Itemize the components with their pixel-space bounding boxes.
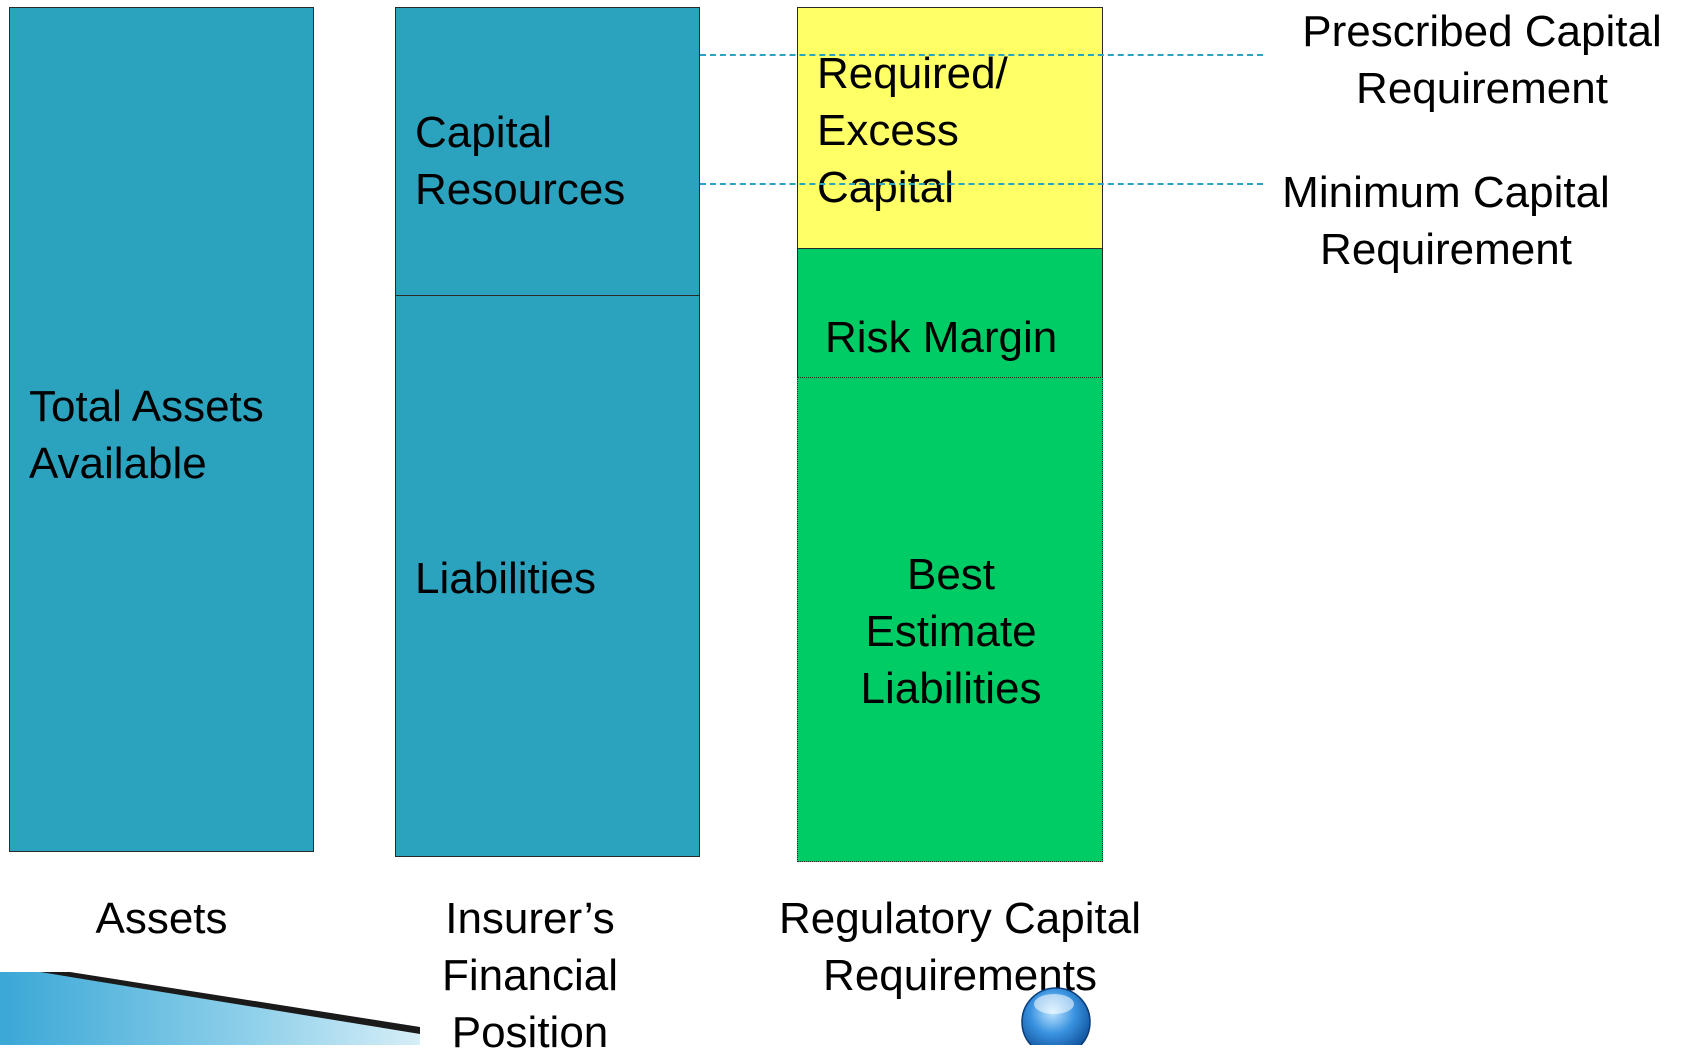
regulatory-label-line-2: Requirements bbox=[823, 951, 1097, 1000]
total-assets-line-2: Available bbox=[29, 439, 207, 488]
best-estimate-line-3: Liabilities bbox=[860, 664, 1042, 713]
blue-orb-icon bbox=[1021, 987, 1091, 1045]
excess-capital-line-1: Required/ bbox=[817, 49, 1008, 98]
prescribed-capital-line-2: Requirement bbox=[1356, 64, 1608, 113]
prescribed-capital-label: Prescribed Capital Requirement bbox=[1276, 3, 1688, 117]
total-assets-text: Total Assets Available bbox=[29, 378, 264, 492]
regulatory-label: Regulatory Capital Requirements bbox=[740, 890, 1180, 1004]
assets-label: Assets bbox=[9, 890, 314, 947]
financial-position-label: Insurer’s Financial Position bbox=[380, 890, 680, 1061]
minimum-capital-label: Minimum Capital Requirement bbox=[1236, 164, 1656, 278]
risk-margin-text: Risk Margin bbox=[825, 309, 1057, 366]
excess-capital-line-2: Excess bbox=[817, 106, 959, 155]
minimum-capital-line bbox=[700, 183, 1263, 185]
excess-capital-block: Required/ Excess Capital bbox=[797, 7, 1103, 249]
prescribed-capital-line-1: Prescribed Capital bbox=[1302, 7, 1662, 56]
minimum-capital-line-2: Requirement bbox=[1320, 225, 1572, 274]
best-estimate-block: Best Estimate Liabilities bbox=[797, 377, 1103, 862]
financial-position-label-line-3: Position bbox=[451, 1008, 609, 1057]
excess-capital-text: Required/ Excess Capital bbox=[817, 45, 1008, 216]
regulatory-label-line-1: Regulatory Capital bbox=[779, 894, 1141, 943]
slide-corner-stripe bbox=[0, 972, 420, 1045]
capital-resources-block: Capital Resources bbox=[395, 7, 700, 296]
capital-resources-text: Capital Resources bbox=[415, 104, 625, 218]
financial-position-label-line-1: Insurer’s bbox=[445, 894, 615, 943]
risk-margin-block: Risk Margin bbox=[797, 248, 1103, 378]
financial-position-label-line-2: Financial bbox=[441, 951, 619, 1000]
excess-capital-line-3: Capital bbox=[817, 163, 954, 212]
prescribed-capital-line bbox=[700, 54, 1263, 56]
minimum-capital-line-1: Minimum Capital bbox=[1282, 168, 1610, 217]
liabilities-text: Liabilities bbox=[415, 550, 596, 607]
total-assets-line-1: Total Assets bbox=[29, 382, 264, 431]
assets-label-line-1: Assets bbox=[95, 894, 228, 943]
liabilities-line-1: Liabilities bbox=[415, 554, 596, 603]
risk-margin-line-1: Risk Margin bbox=[825, 313, 1058, 362]
best-estimate-line-2: Estimate bbox=[865, 607, 1037, 656]
capital-resources-line-1: Capital bbox=[415, 108, 552, 157]
best-estimate-text: Best Estimate Liabilities bbox=[798, 546, 1104, 717]
best-estimate-line-1: Best bbox=[906, 550, 996, 599]
liabilities-block: Liabilities bbox=[395, 295, 700, 857]
capital-resources-line-2: Resources bbox=[415, 165, 626, 214]
total-assets-block: Total Assets Available bbox=[9, 7, 314, 852]
